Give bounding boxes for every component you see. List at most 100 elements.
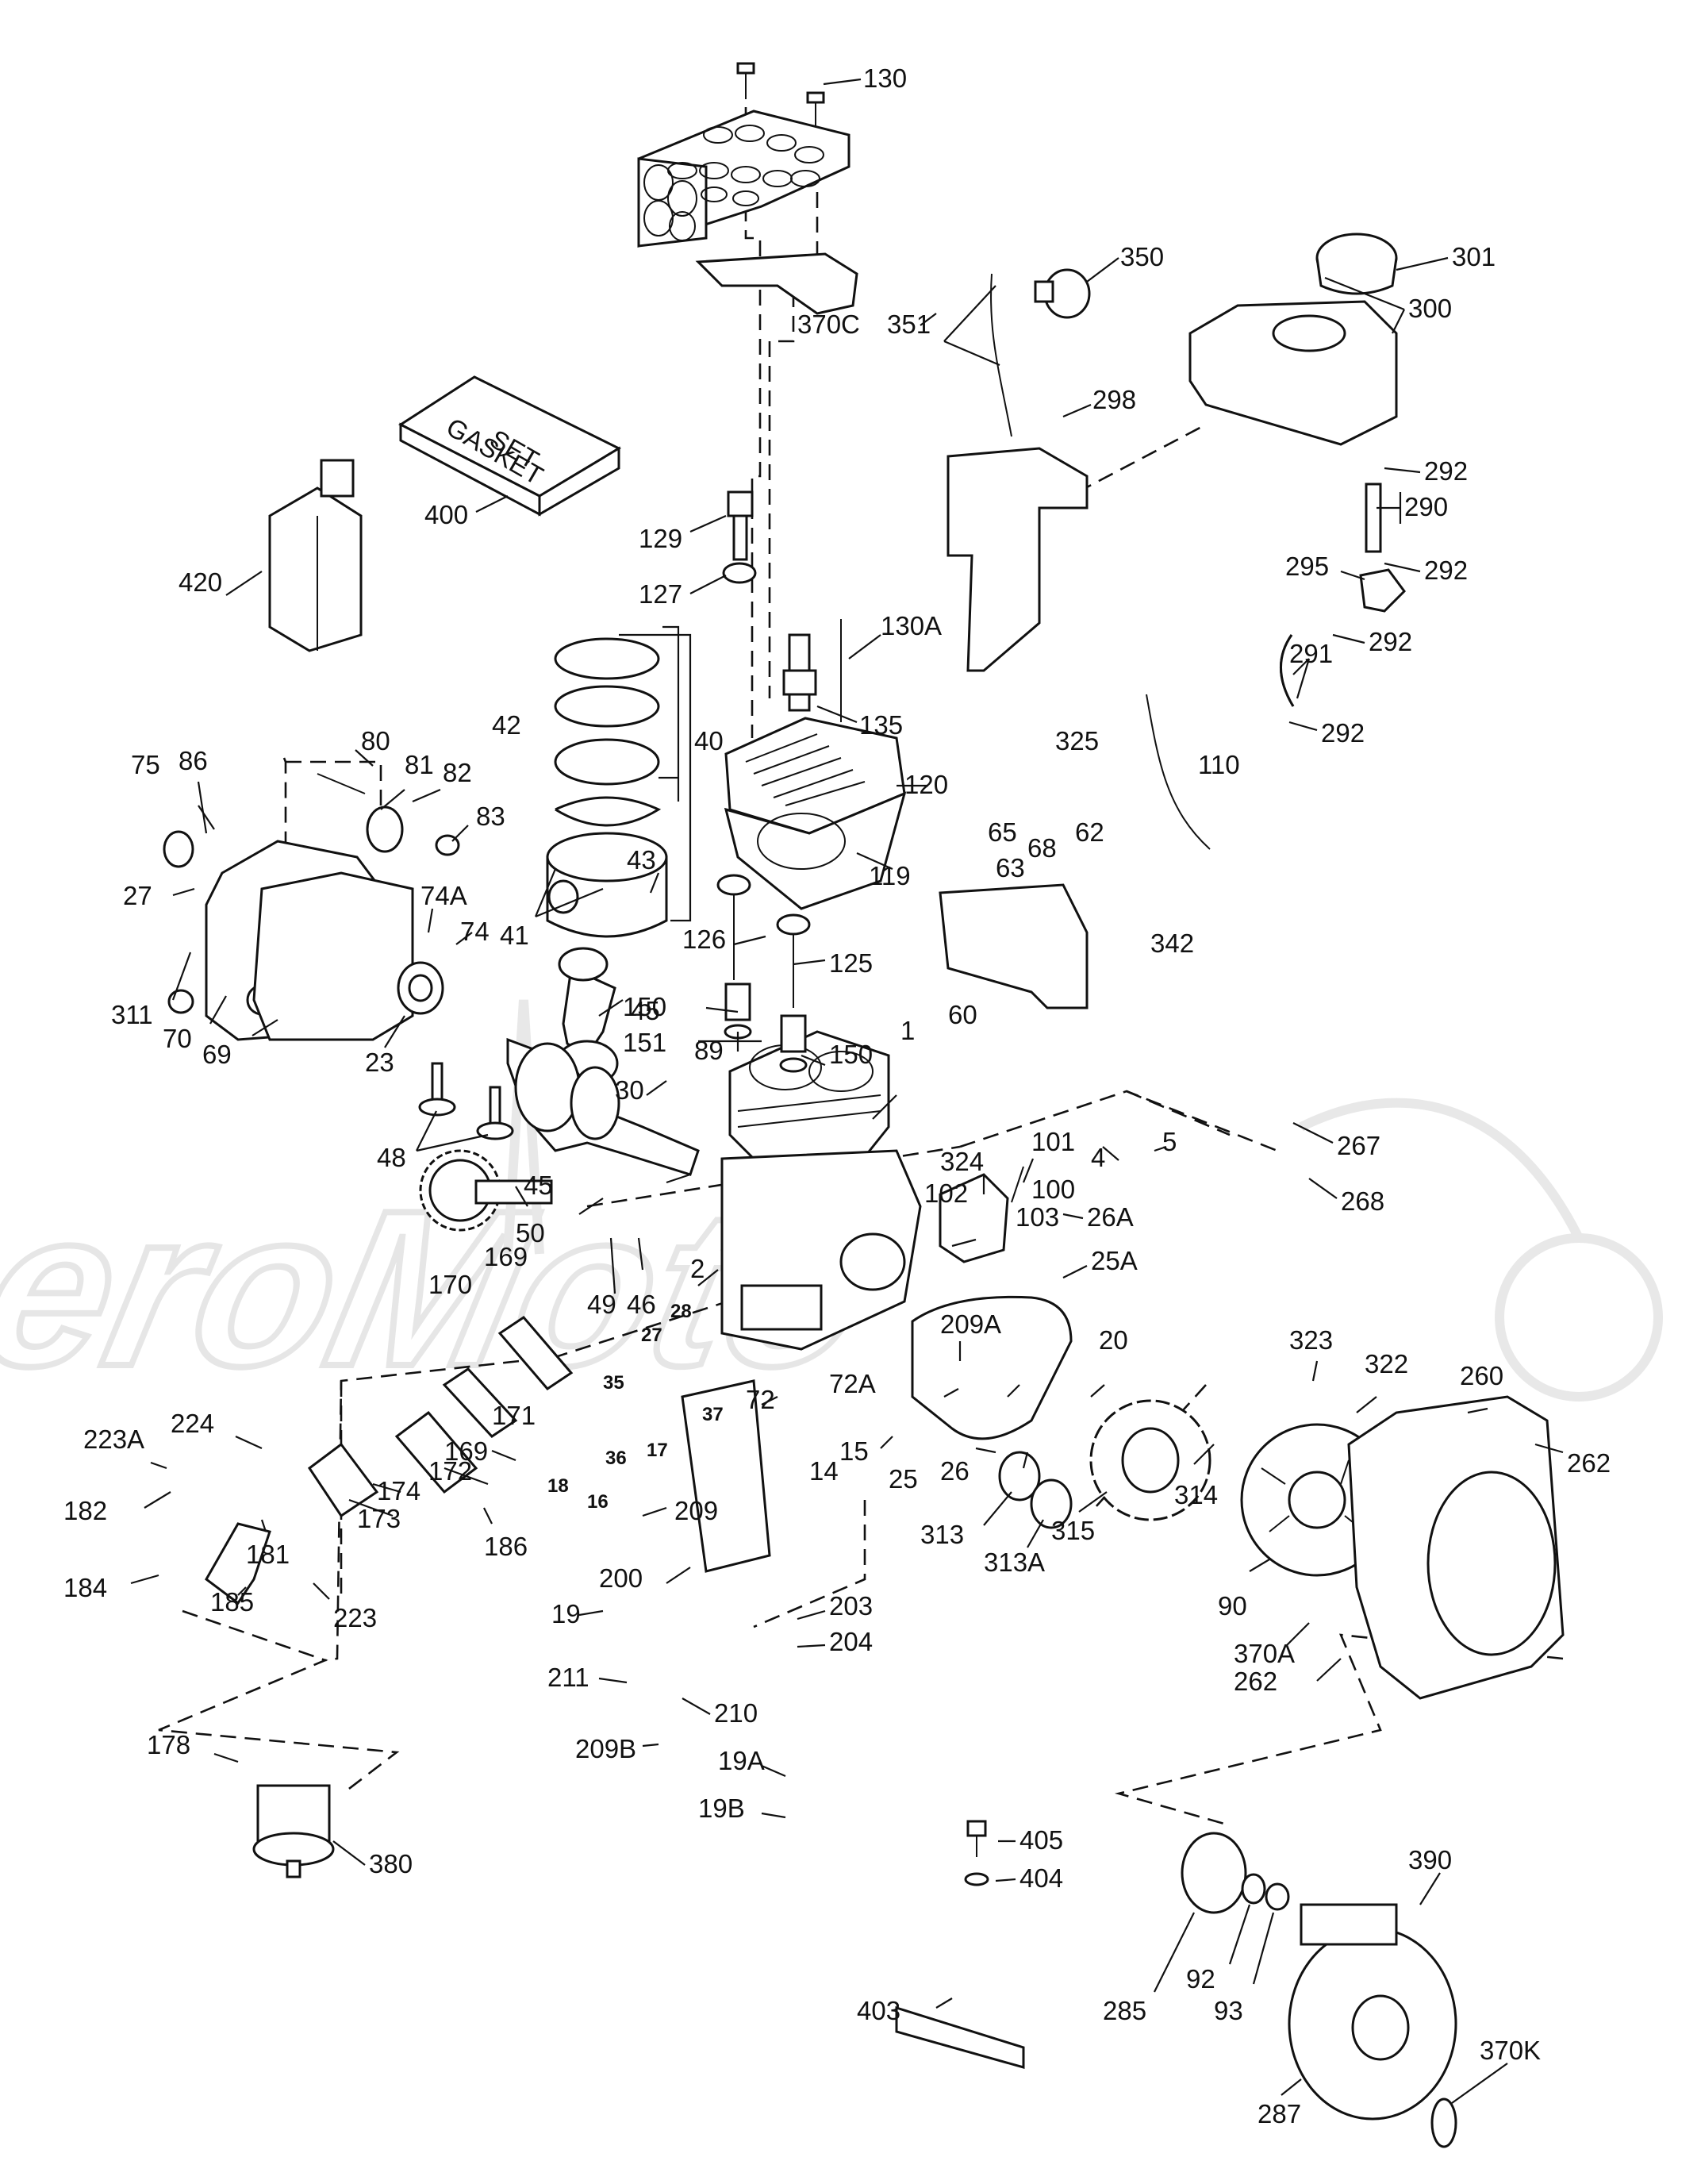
callout-68: 68 xyxy=(1027,833,1057,863)
callout-405: 405 xyxy=(1019,1825,1063,1855)
callout-101: 101 xyxy=(1031,1127,1075,1156)
callout-50: 50 xyxy=(516,1218,545,1248)
gasket-sheet xyxy=(637,110,858,315)
callout-100: 100 xyxy=(1031,1175,1075,1204)
callout-36: 36 xyxy=(605,1448,627,1469)
callout-290: 290 xyxy=(1404,492,1448,521)
callout-63: 63 xyxy=(996,853,1025,882)
callout-130A: 130A xyxy=(881,611,942,640)
callout-125: 125 xyxy=(829,948,873,978)
callout-315: 315 xyxy=(1051,1516,1095,1545)
valves xyxy=(716,874,811,1008)
callout-171: 171 xyxy=(492,1401,536,1430)
recoil-starter xyxy=(1288,1903,1457,2121)
callout-203: 203 xyxy=(829,1591,873,1621)
callout-292c: 292 xyxy=(1369,627,1412,656)
callout-287: 287 xyxy=(1258,2099,1301,2128)
callout-314: 314 xyxy=(1174,1480,1218,1509)
callout-300: 300 xyxy=(1408,294,1452,323)
callout-82: 82 xyxy=(443,758,472,787)
fuel-line-parts xyxy=(1280,483,1406,707)
callout-127: 127 xyxy=(639,579,682,609)
spark-plug xyxy=(782,633,817,712)
callout-126: 126 xyxy=(682,925,726,954)
breather-stud xyxy=(722,490,757,584)
callout-103: 103 xyxy=(1016,1202,1059,1232)
callout-292b: 292 xyxy=(1424,556,1468,585)
callout-86: 86 xyxy=(179,746,208,775)
callout-324: 324 xyxy=(940,1147,984,1176)
callout-72: 72 xyxy=(746,1385,775,1414)
callout-380: 380 xyxy=(369,1849,413,1878)
main-bearing xyxy=(397,961,444,1015)
callout-5: 5 xyxy=(1162,1127,1177,1156)
callout-342: 342 xyxy=(1150,929,1194,958)
valve-springs xyxy=(724,982,808,1073)
callout-20: 20 xyxy=(1099,1325,1128,1355)
callout-403: 403 xyxy=(857,1996,900,2025)
cylinder-head xyxy=(724,717,907,910)
callout-172: 172 xyxy=(428,1456,472,1486)
callout-17: 17 xyxy=(647,1440,668,1461)
callout-1: 1 xyxy=(900,1016,915,1045)
callout-2: 2 xyxy=(690,1254,705,1283)
callout-70: 70 xyxy=(163,1024,192,1053)
control-plate xyxy=(681,1379,771,1573)
callout-27a: 27 xyxy=(123,881,152,910)
callout-169b: 169 xyxy=(444,1436,488,1466)
callout-209B: 209B xyxy=(575,1734,636,1763)
callout-313A: 313A xyxy=(984,1548,1045,1577)
callout-130: 130 xyxy=(863,63,907,93)
callout-170: 170 xyxy=(428,1270,472,1299)
blower-housing xyxy=(1347,1395,1565,1700)
callout-295: 295 xyxy=(1285,552,1329,581)
callout-181: 181 xyxy=(246,1540,290,1569)
callout-26: 26 xyxy=(940,1456,970,1486)
callout-390: 390 xyxy=(1408,1845,1452,1874)
callout-285: 285 xyxy=(1103,1996,1146,2025)
callout-40: 40 xyxy=(694,726,724,756)
callout-110: 110 xyxy=(1198,750,1240,779)
callout-311: 311 xyxy=(111,1000,153,1029)
callout-184: 184 xyxy=(63,1573,107,1602)
callout-60: 60 xyxy=(948,1000,977,1029)
bolt-130 xyxy=(736,62,825,127)
callout-209A: 209A xyxy=(940,1309,1001,1339)
callout-46: 46 xyxy=(627,1290,656,1319)
callout-41: 41 xyxy=(500,921,529,950)
callout-19B: 19B xyxy=(698,1794,745,1823)
heat-shield xyxy=(946,447,1089,672)
governor-gear xyxy=(317,773,460,856)
callout-81: 81 xyxy=(405,750,434,779)
callout-14: 14 xyxy=(809,1456,839,1486)
callout-298: 298 xyxy=(1092,385,1136,414)
callout-350: 350 xyxy=(1120,242,1164,271)
callout-223A: 223A xyxy=(83,1425,144,1454)
callout-30: 30 xyxy=(615,1075,644,1105)
callout-26A: 26A xyxy=(1087,1202,1134,1232)
callout-120: 120 xyxy=(904,770,948,799)
callout-292d: 292 xyxy=(1321,718,1365,748)
callout-49: 49 xyxy=(587,1290,616,1319)
callout-370K: 370K xyxy=(1480,2036,1541,2065)
callout-25: 25 xyxy=(889,1464,918,1494)
callout-291: 291 xyxy=(1289,639,1333,668)
starter-cup xyxy=(1181,1832,1247,1914)
callout-45b: 45 xyxy=(524,1171,553,1200)
engine-block xyxy=(720,1030,922,1351)
callout-69: 69 xyxy=(202,1040,232,1069)
callout-325: 325 xyxy=(1055,726,1099,756)
callout-65: 65 xyxy=(988,817,1017,847)
gasket-set-box: GASKET SET xyxy=(398,375,622,517)
callout-210: 210 xyxy=(714,1698,758,1728)
watermark-wheel xyxy=(1495,1233,1663,1402)
callout-150a: 150 xyxy=(623,992,666,1021)
intake-elbow xyxy=(205,1522,271,1605)
valve-lifters xyxy=(418,1062,514,1140)
callout-404: 404 xyxy=(1019,1863,1063,1893)
callout-80: 80 xyxy=(361,726,390,756)
callout-200: 200 xyxy=(599,1563,643,1593)
callout-74A: 74A xyxy=(420,881,467,910)
callout-119: 119 xyxy=(869,861,911,890)
